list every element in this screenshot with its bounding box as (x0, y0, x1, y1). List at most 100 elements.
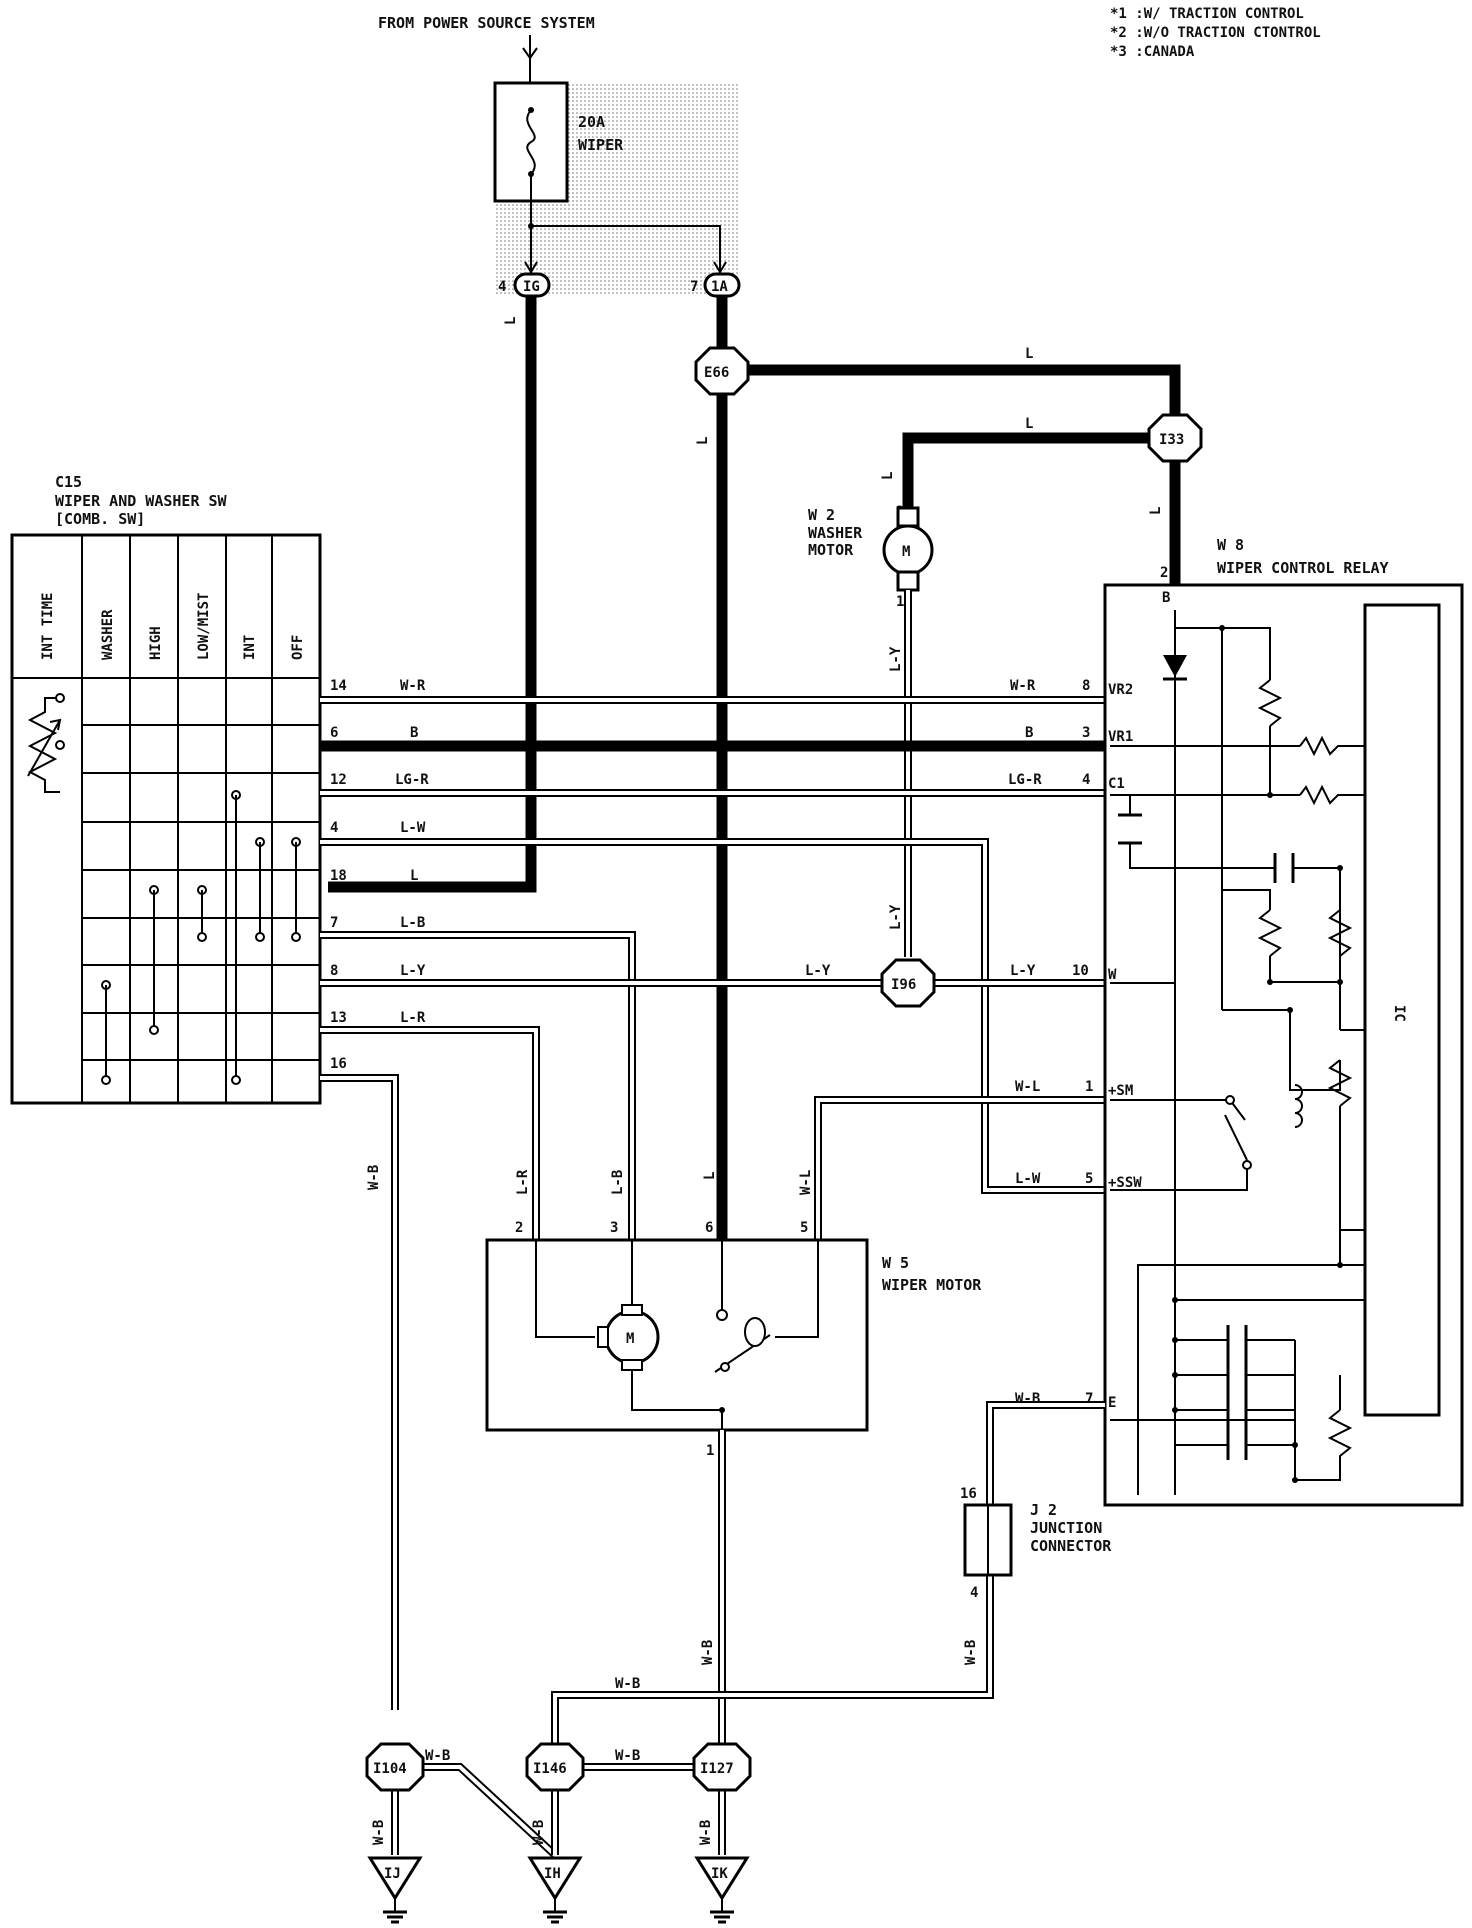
svg-text:L-W: L-W (1015, 1171, 1041, 1187)
junction-pin-bottom: 4 (970, 1585, 978, 1601)
svg-text:L: L (410, 868, 418, 884)
wire-label-wb-ih: W-B (531, 1820, 547, 1845)
wire-label-l-top: L (1025, 346, 1033, 362)
ground-ij-icon: IJ (367, 1856, 423, 1924)
col-int-time: INT TIME (40, 593, 56, 660)
junction-line1: JUNCTION (1030, 1519, 1102, 1537)
switch-sub: [COMB. SW] (55, 510, 145, 528)
connector-i127: I127 (692, 1742, 752, 1792)
col-washer: WASHER (100, 609, 116, 660)
svg-text:4: 4 (330, 820, 338, 836)
svg-text:LG-R: LG-R (395, 772, 429, 788)
svg-text:1: 1 (706, 1443, 714, 1459)
wire-label-wb-i146: W-B (615, 1748, 640, 1764)
svg-text:16: 16 (330, 1056, 347, 1072)
wire-label-wb-ij: W-B (371, 1820, 387, 1845)
svg-text:18: 18 (330, 868, 347, 884)
svg-text:I33: I33 (1159, 432, 1184, 448)
power-source-label: FROM POWER SOURCE SYSTEM (378, 14, 595, 32)
switch-id: C15 (55, 473, 82, 491)
svg-text:8: 8 (1082, 678, 1090, 694)
ground-ih-icon: IH (527, 1856, 583, 1924)
svg-text:5: 5 (1085, 1171, 1093, 1187)
wire-label-wb-motor: W-B (700, 1640, 716, 1665)
svg-text:E: E (1108, 1395, 1116, 1411)
connector-ig: IG (513, 272, 551, 298)
connector-i96: I96 (880, 958, 936, 1008)
wiper-motor-internal (535, 1240, 819, 1430)
wire-label-l-i33: L (1025, 416, 1033, 432)
fuse-rating: 20A (578, 113, 605, 131)
svg-text:IH: IH (544, 1866, 561, 1882)
washer-line1: WASHER (808, 524, 863, 542)
svg-text:M: M (902, 544, 910, 560)
connector-i146: I146 (525, 1742, 585, 1792)
svg-text:I96: I96 (891, 977, 916, 993)
wire-label-l-e66: L (695, 437, 711, 445)
svg-text:12: 12 (330, 772, 347, 788)
col-off: OFF (290, 635, 306, 660)
svg-text:C1: C1 (1108, 776, 1125, 792)
relay-top-pin: 2 (1160, 565, 1168, 581)
svg-text:B: B (1025, 725, 1033, 741)
note-3: *3 :CANADA (1110, 44, 1195, 60)
svg-text:+SM: +SM (1108, 1083, 1133, 1099)
svg-text:IJ: IJ (384, 1866, 401, 1882)
svg-text:L-Y: L-Y (1010, 963, 1036, 979)
relay-top-label: B (1162, 590, 1170, 606)
col-low-mist: LOW/MIST (196, 593, 212, 660)
junction-line2: CONNECTOR (1030, 1537, 1112, 1555)
wire-label-wb-pin16: W-B (366, 1165, 382, 1190)
switch-wires (320, 696, 1105, 1710)
junction-pin-top: 16 (960, 1486, 977, 1502)
combination-switch-table (10, 533, 322, 1105)
wiper-motor-name: WIPER MOTOR (882, 1276, 982, 1294)
connector-e66: E66 (694, 346, 750, 396)
svg-text:+SSW: +SSW (1108, 1175, 1142, 1191)
col-high: HIGH (148, 626, 164, 660)
washer-line2: MOTOR (808, 541, 854, 559)
junction-id: J 2 (1030, 1501, 1057, 1519)
svg-text:L-B: L-B (400, 915, 425, 931)
svg-text:5: 5 (800, 1220, 808, 1236)
svg-text:VR1: VR1 (1108, 729, 1133, 745)
relay-pin-labels: W-R 8 VR2 B 3 VR1 LG-R 4 C1 L-Y 10 W W-L… (1008, 678, 1142, 1411)
switch-contacts (101, 790, 301, 1085)
note-1: *1 :W/ TRACTION CONTROL (1110, 6, 1304, 22)
svg-text:L-R: L-R (400, 1010, 426, 1026)
svg-text:I104: I104 (373, 1761, 407, 1777)
power-arrow-icon (522, 35, 538, 85)
svg-text:1A: 1A (711, 279, 728, 295)
svg-text:7: 7 (1085, 1391, 1093, 1407)
wire-label-wb-h: W-B (615, 1676, 640, 1692)
svg-text:14: 14 (330, 678, 347, 694)
wiper-motor-pins: 2 3 6 5 1 (515, 1220, 808, 1459)
wire-label-wb-i104: W-B (425, 1748, 450, 1764)
svg-text:3: 3 (1082, 725, 1090, 741)
variable-resistor-icon (27, 693, 65, 793)
fuse-name: WIPER (578, 136, 624, 154)
wire-label-ly-lower: L-Y (888, 904, 904, 930)
wiper-motor-icon: M (597, 1304, 660, 1371)
svg-text:I146: I146 (533, 1761, 567, 1777)
wire-label-l-ig: L (503, 317, 519, 325)
ground-ik-icon: IK (694, 1856, 750, 1924)
svg-text:W-R: W-R (400, 678, 426, 694)
note-2: *2 :W/O TRACTION CTONTROL (1110, 25, 1321, 41)
svg-text:10: 10 (1072, 963, 1089, 979)
svg-text:L-W: L-W (400, 820, 426, 836)
svg-text:E66: E66 (704, 365, 729, 381)
svg-text:L-Y: L-Y (400, 963, 426, 979)
washer-pin-bottom: 1 (896, 594, 904, 610)
svg-text:W-L: W-L (798, 1170, 814, 1195)
svg-text:3: 3 (610, 1220, 618, 1236)
ig-pin: 4 (498, 279, 506, 295)
svg-text:2: 2 (515, 1220, 523, 1236)
wiper-motor-id: W 5 (882, 1254, 909, 1272)
relay-name: WIPER CONTROL RELAY (1217, 559, 1389, 577)
svg-text:4: 4 (1082, 772, 1090, 788)
svg-text:W-L: W-L (1015, 1079, 1040, 1095)
col-int: INT (242, 635, 258, 660)
svg-text:IG: IG (523, 279, 540, 295)
